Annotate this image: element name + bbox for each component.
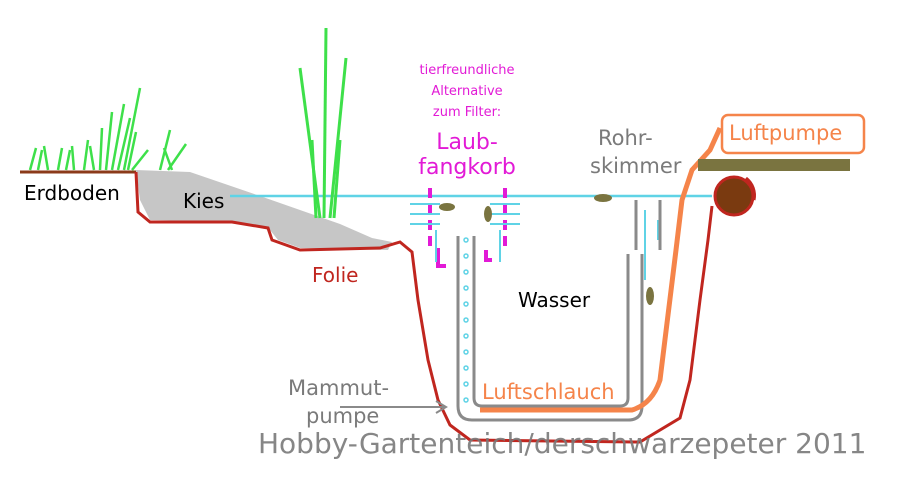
label-kies: Kies [183,189,225,213]
air-pump-label-frame [720,113,866,155]
label-rohr-line2: skimmer [590,154,682,179]
pump-shelf [698,159,850,171]
label-luftpumpe: Luftpumpe [729,121,843,145]
label-mammut-line2: pumpe [306,404,380,429]
label-laubfangkorb: Laub- fangkorb [404,130,530,181]
label-mammutpumpe: Mammut- pumpe [288,376,389,428]
label-mammut-line1: Mammut- [288,376,390,400]
label-laub-line2: fangkorb [418,155,516,181]
reeds [298,27,348,219]
mammoth-pointer [340,400,448,414]
label-wasser: Wasser [518,288,591,312]
label-alternative-line2: Alternative [431,83,503,99]
label-rohrskimmer: Rohr- skimmer [590,126,681,178]
label-rohr-line1: Rohr- [598,126,653,150]
gravel-bank [136,170,392,250]
air-hose [480,126,723,413]
pond-liner [134,171,714,444]
label-folie: Folie [312,263,359,287]
leaf-particles [439,194,654,305]
label-alternative-line3: zum Filter: [432,104,502,120]
label-luftschlauch: Luftschlauch [482,380,615,404]
grass-left [28,87,188,171]
label-laub-line1: Laub- [436,130,498,155]
mammoth-pump-pipe [456,200,662,422]
label-erdboden: Erdboden [24,181,120,205]
flow-arrows [410,203,659,280]
pump-wheel [713,175,756,217]
watermark: Hobby-Gartenteich/derschwarzepeter 2011 [258,427,867,460]
label-alternative-line1: tierfreundliche [419,63,515,78]
label-alternative: tierfreundliche Alternative zum Filter: [410,63,524,121]
leaf-basket [428,188,507,268]
air-bubbles [463,237,469,403]
